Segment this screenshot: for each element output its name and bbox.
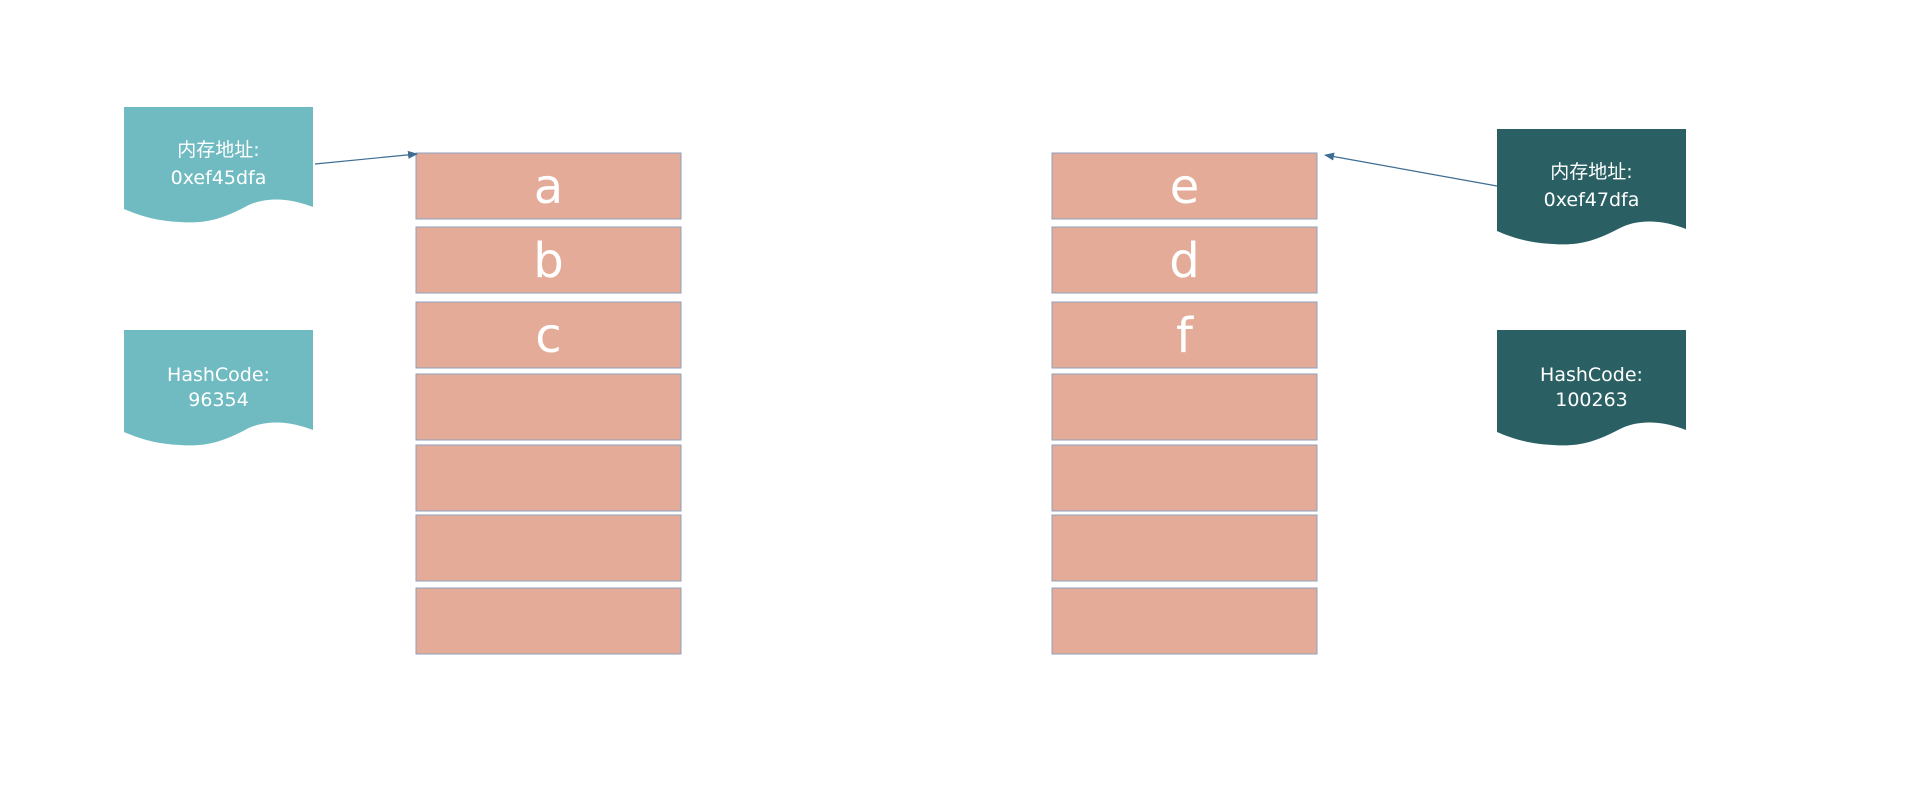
cell-value: a	[534, 159, 563, 215]
array-cell: b	[415, 226, 682, 294]
array-cell: a	[415, 152, 682, 220]
cell-value: f	[1176, 308, 1194, 364]
cell-value: b	[533, 233, 563, 289]
array-cell: e	[1051, 152, 1318, 220]
cell-value: c	[535, 308, 561, 364]
memory-address-note-left: 内存地址: 0xef45dfa	[124, 107, 313, 223]
array-cell	[1051, 373, 1318, 441]
array-left: a b c	[415, 152, 682, 655]
address-value: 0xef47dfa	[1544, 189, 1640, 211]
array-cell: f	[1051, 301, 1318, 369]
memory-address-note-right: 内存地址: 0xef47dfa	[1497, 129, 1686, 245]
array-cell: c	[415, 301, 682, 369]
hashcode-label: HashCode:	[1540, 364, 1643, 386]
array-cell	[1051, 587, 1318, 655]
address-value: 0xef45dfa	[171, 167, 267, 189]
hashcode-note-right: HashCode: 100263	[1497, 330, 1686, 446]
hashcode-value: 96354	[188, 389, 248, 411]
array-cell: d	[1051, 226, 1318, 294]
hashcode-label: HashCode:	[167, 364, 270, 386]
array-right: e d f	[1051, 152, 1318, 655]
address-label: 内存地址:	[177, 139, 259, 161]
array-cell	[415, 587, 682, 655]
hashcode-value: 100263	[1555, 389, 1628, 411]
cell-value: e	[1170, 159, 1200, 215]
cell-value: d	[1169, 233, 1199, 289]
address-label: 内存地址:	[1550, 161, 1632, 183]
hashcode-note-left: HashCode: 96354	[124, 330, 313, 446]
array-cell	[1051, 444, 1318, 512]
array-cell	[415, 373, 682, 441]
pointer-arrow-left	[314, 150, 418, 165]
array-cell	[1051, 514, 1318, 582]
array-cell	[415, 514, 682, 582]
pointer-arrow-right	[1324, 152, 1498, 187]
array-cell	[415, 444, 682, 512]
